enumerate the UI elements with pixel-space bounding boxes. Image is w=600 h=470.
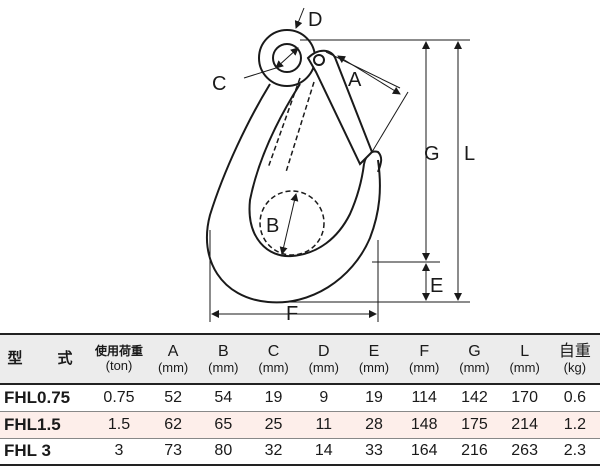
cell-load: 1.5 — [107, 415, 131, 433]
header-l: L(mm) — [509, 342, 540, 376]
cell-l: 263 — [511, 442, 538, 460]
label-a: A — [348, 69, 362, 91]
header-b: B(mm) — [208, 342, 239, 376]
cell-model: FHL 3 — [4, 441, 51, 461]
table-row: FHL1.5 1.5 62 65 25 11 28 148 175 214 1.… — [0, 411, 600, 438]
cell-l: 214 — [511, 415, 538, 433]
cell-load: 3 — [114, 442, 124, 460]
header-d: D(mm) — [308, 342, 339, 376]
hook-outline — [205, 29, 383, 304]
cell-weight: 1.2 — [563, 415, 586, 433]
header-load: 使用荷重 (ton) — [94, 343, 143, 373]
cell-b: 80 — [214, 442, 233, 460]
cell-f: 148 — [410, 415, 438, 433]
table-header-row: 型 式 使用荷重 (ton) A(mm) B(mm) C(mm) D(mm) E… — [0, 334, 600, 384]
table-row: FHL 3 3 73 80 32 14 33 164 216 263 2.3 — [0, 438, 600, 465]
cell-a: 52 — [164, 388, 182, 406]
cell-e: 19 — [365, 388, 383, 406]
label-l: L — [464, 143, 475, 165]
cell-g: 216 — [461, 442, 488, 460]
header-e: E(mm) — [358, 342, 390, 376]
spec-table: 型 式 使用荷重 (ton) A(mm) B(mm) C(mm) D(mm) E… — [0, 333, 600, 466]
cell-a: 73 — [164, 442, 182, 460]
label-c: C — [212, 73, 226, 95]
cell-model: FHL0.75 — [4, 387, 71, 407]
cell-weight: 2.3 — [563, 442, 586, 460]
cell-load: 0.75 — [103, 388, 135, 406]
cell-c: 19 — [264, 388, 283, 406]
cell-weight: 0.6 — [563, 388, 586, 406]
cell-model: FHL1.5 — [4, 414, 61, 434]
label-g: G — [424, 143, 440, 165]
cell-c: 32 — [264, 442, 283, 460]
cell-c: 25 — [264, 415, 283, 433]
header-c: C(mm) — [258, 342, 289, 376]
label-e: E — [430, 275, 443, 297]
header-f: F(mm) — [409, 342, 440, 376]
cell-e: 33 — [365, 442, 383, 460]
cell-b: 54 — [214, 388, 233, 406]
cell-d: 11 — [315, 415, 333, 433]
cell-f: 114 — [411, 388, 437, 406]
table-row: FHL0.75 0.75 52 54 19 9 19 114 142 170 0… — [0, 384, 600, 411]
label-d: D — [308, 9, 322, 31]
header-a: A(mm) — [157, 342, 189, 376]
cell-l: 170 — [511, 388, 538, 406]
cell-d: 9 — [319, 388, 329, 406]
cell-g: 175 — [461, 415, 488, 433]
cell-b: 65 — [214, 415, 233, 433]
hook-diagram: D C A G L B E F — [205, 7, 475, 325]
label-b: B — [266, 215, 279, 237]
cell-g: 142 — [461, 388, 488, 406]
cell-f: 164 — [410, 442, 438, 460]
cell-a: 62 — [164, 415, 182, 433]
header-model: 型 式 — [7, 350, 83, 368]
header-g: G(mm) — [459, 342, 490, 376]
dimension-lines — [209, 7, 470, 322]
cell-e: 28 — [365, 415, 383, 433]
header-weight: 自重(kg) — [558, 342, 591, 376]
label-f: F — [286, 303, 298, 325]
cell-d: 14 — [314, 442, 333, 460]
